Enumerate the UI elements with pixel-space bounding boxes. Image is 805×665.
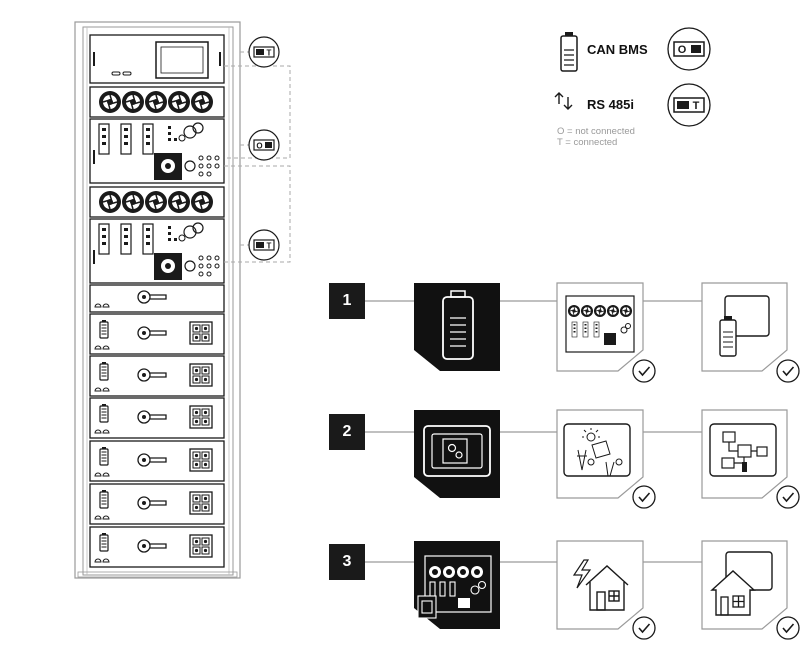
system-flowchart-icon <box>701 409 800 509</box>
battery-icon <box>414 283 500 371</box>
inverter-rack-icon <box>556 282 656 383</box>
can-bms-label: CAN BMS <box>587 42 648 57</box>
rack-switch-lower: T <box>248 229 280 261</box>
legend-switch-t-letter: T <box>693 100 700 112</box>
legend-switch-t: T <box>667 83 711 127</box>
legend-switch-o-letter: O <box>678 44 687 56</box>
rack-switch-lower-letter: T <box>267 242 272 251</box>
module-unit-2 <box>89 218 225 284</box>
battery-rack <box>74 21 241 579</box>
legend-switch-o: O <box>667 27 711 71</box>
fan-unit-2 <box>89 186 225 218</box>
house-monitor-icon <box>701 540 800 640</box>
solar-grid-monitor-icon <box>556 409 656 509</box>
legend-note-connected: T = connected <box>557 137 618 148</box>
rack-switch-top: T <box>248 36 280 68</box>
rack-switch-middle-letter: O <box>256 142 262 151</box>
breaker-module <box>89 284 225 313</box>
step-number-2: 2 <box>329 414 365 450</box>
can-bms-battery-icon <box>560 32 578 72</box>
battery-modules <box>89 313 225 568</box>
legend-note-not-connected: O = not connected <box>557 126 635 137</box>
inverter-display-unit <box>89 34 225 84</box>
module-unit-1 <box>89 118 225 184</box>
battery-on-display-icon <box>701 282 800 383</box>
rs485-label: RS 485i <box>587 97 634 112</box>
fan-unit-1 <box>89 86 225 118</box>
rack-switch-top-letter: T <box>267 49 272 58</box>
settings-display-icon <box>414 410 500 498</box>
rs485-arrows-icon <box>554 92 573 110</box>
step-number-1: 1 <box>329 283 365 319</box>
step-number-3: 3 <box>329 544 365 580</box>
power-house-icon <box>556 540 656 640</box>
inverter-unit-icon <box>414 541 500 629</box>
step-connectors <box>365 300 702 563</box>
rack-switch-middle: O <box>248 129 280 161</box>
